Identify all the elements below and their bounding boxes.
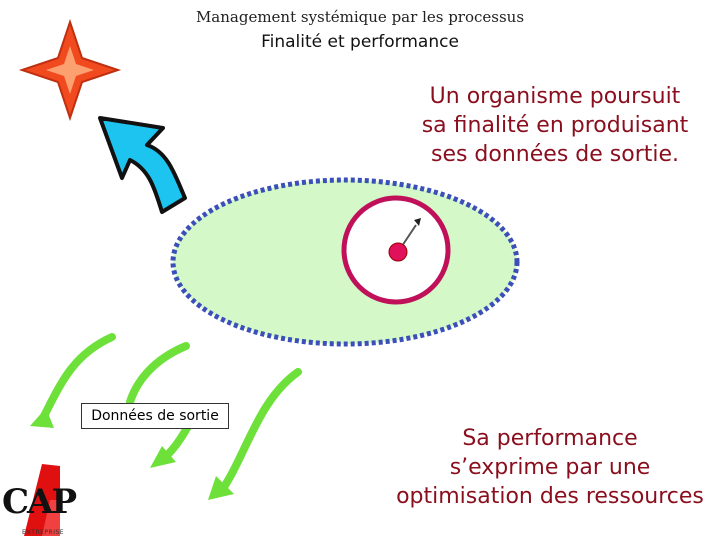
output-arrow-icon (30, 333, 116, 428)
performance-statement: Sa performance s’exprime par une optimis… (380, 424, 720, 511)
output-label: Données de sortie (81, 403, 229, 429)
logo-text: CAP (2, 482, 77, 522)
star-icon (18, 18, 122, 122)
performance-line: s’exprime par une (449, 455, 651, 480)
gauge-icon (341, 195, 451, 305)
purpose-statement: Un organisme poursuit sa finalité en pro… (400, 82, 710, 169)
purpose-line: sa finalité en produisant (421, 113, 689, 138)
purpose-line: Un organisme poursuit (429, 84, 681, 109)
page-title: Management systémique par les processus (195, 8, 525, 26)
performance-line: Sa performance (462, 426, 638, 451)
performance-line: optimisation des ressources (396, 484, 704, 509)
logo-icon (24, 464, 60, 536)
page-subtitle: Finalité et performance (261, 32, 459, 52)
logo-subtext: ENTREPRISE (22, 529, 65, 536)
direction-arrow-icon (98, 116, 187, 214)
purpose-line: ses données de sortie. (430, 142, 679, 167)
output-arrow-icon (208, 368, 302, 500)
output-arrow-icon (126, 342, 190, 406)
